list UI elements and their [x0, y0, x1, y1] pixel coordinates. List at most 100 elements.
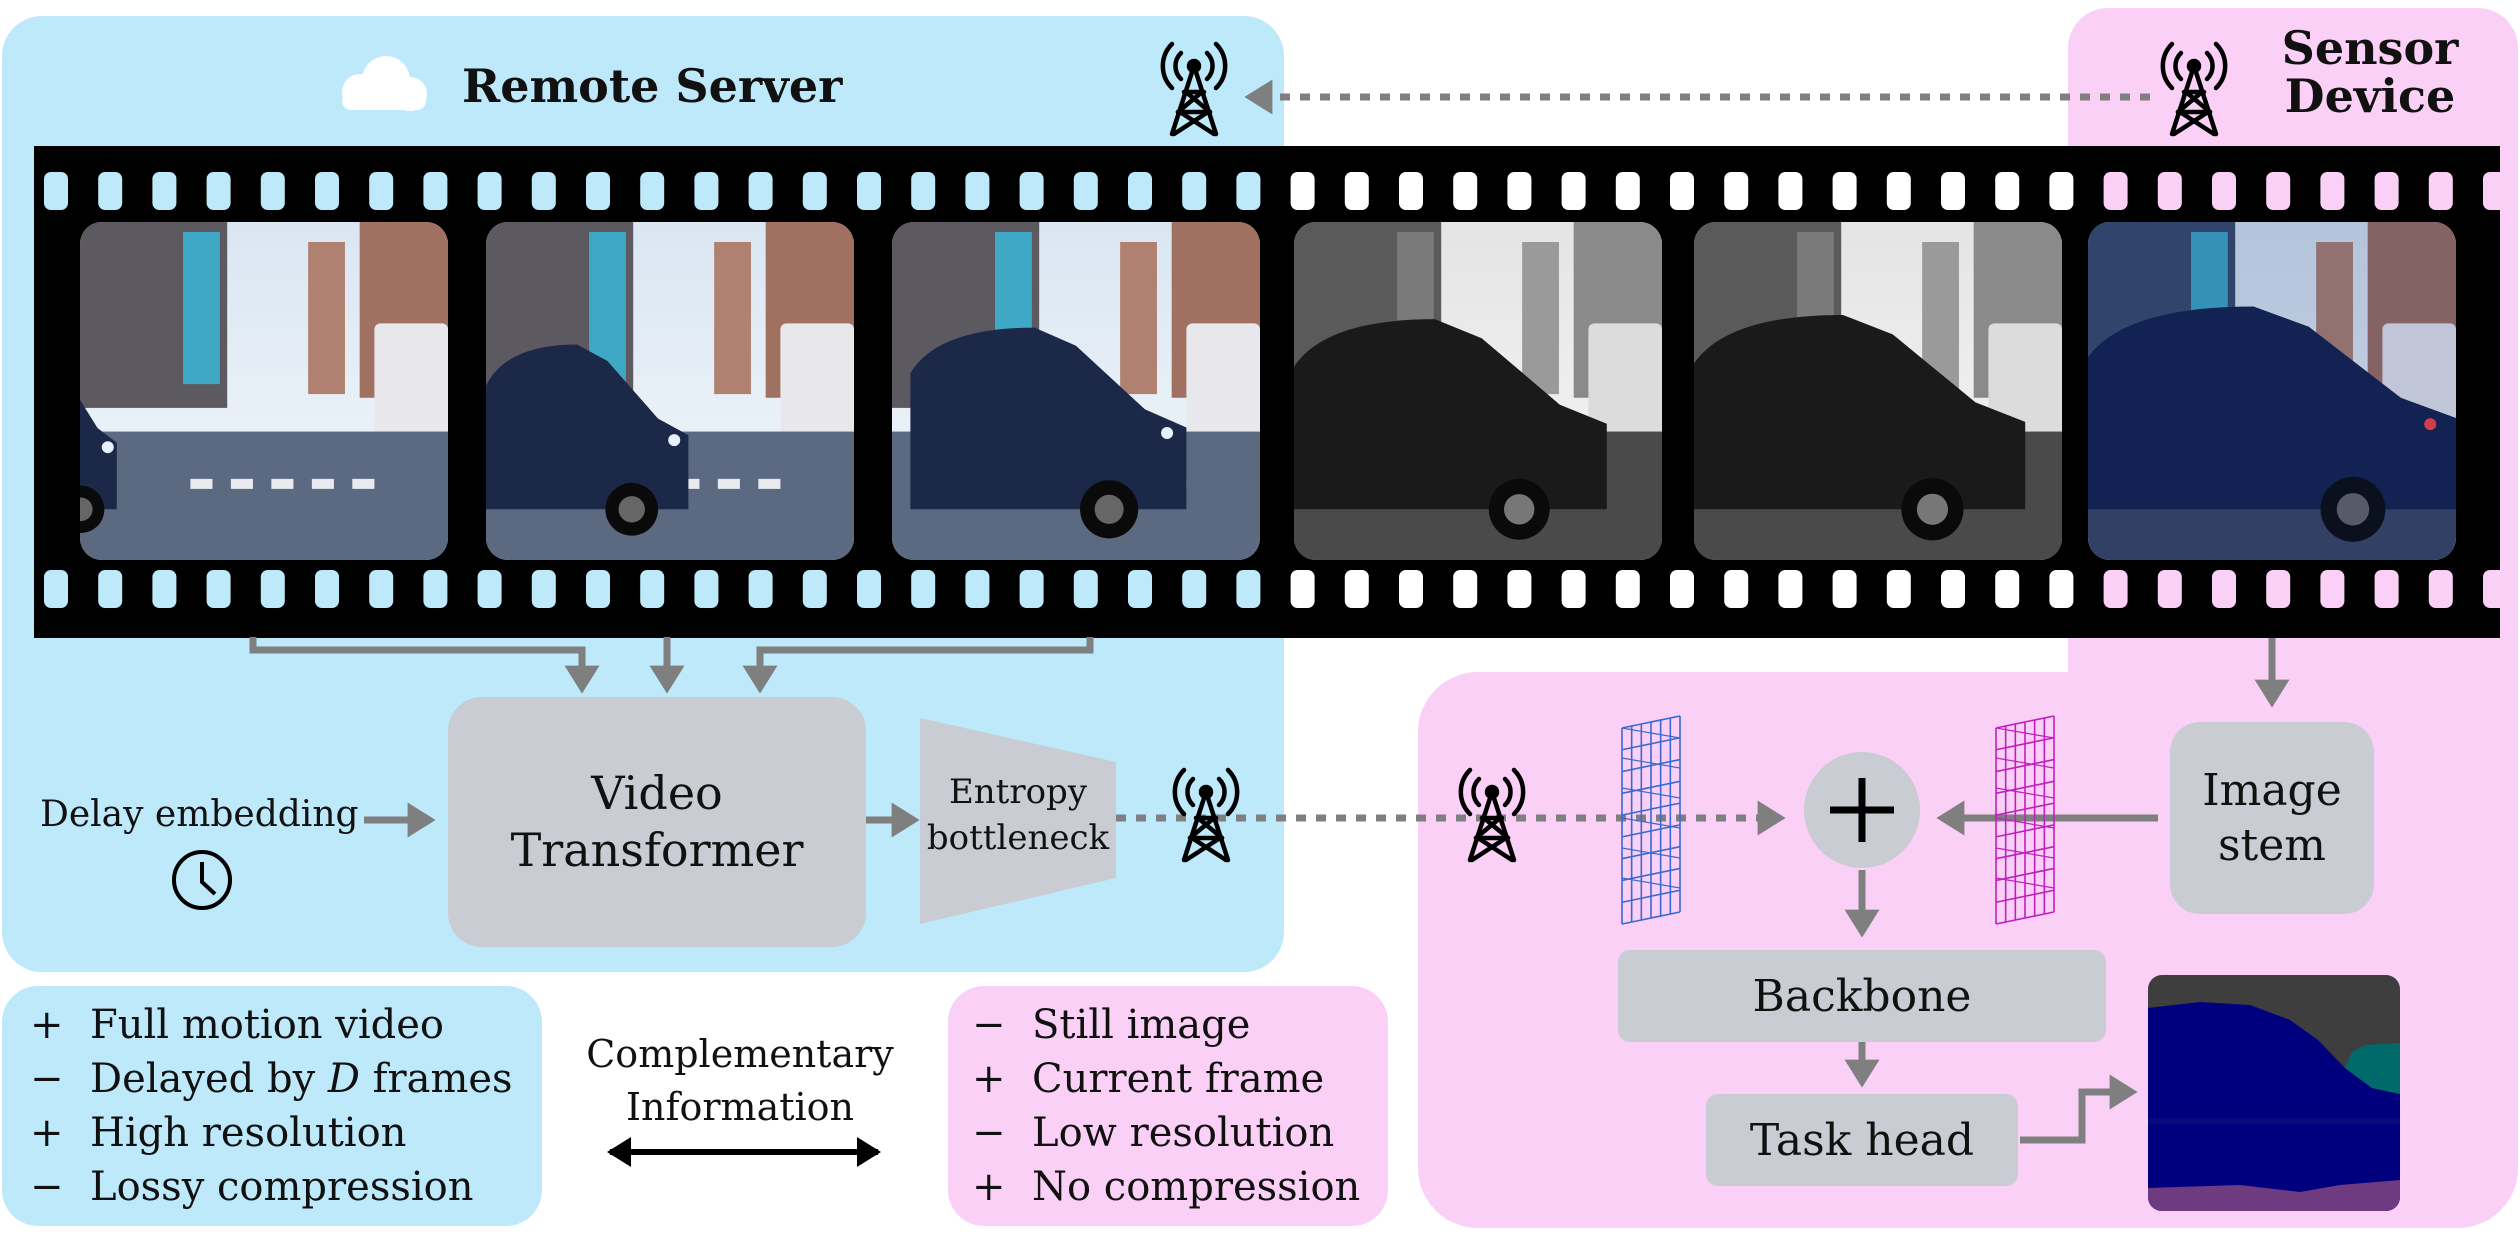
- perforation-hole: [1507, 172, 1532, 210]
- video-transformer-label: Video Transformer: [510, 765, 804, 878]
- perforation-hole: [1453, 172, 1478, 210]
- perforation-hole: [748, 570, 773, 608]
- perforation-hole: [1941, 570, 1965, 608]
- perforation-hole: [206, 570, 231, 608]
- perforation-hole: [748, 172, 773, 210]
- perforation-hole: [2103, 172, 2128, 210]
- perforation-hole: [1832, 570, 1857, 608]
- task-head-box: Task head: [1706, 1094, 2018, 1186]
- perforation-hole: [586, 172, 610, 210]
- segmentation-output: [2148, 975, 2400, 1211]
- frames-to-transformer-arrows: [249, 637, 1094, 694]
- perforation-hole: [2266, 570, 2291, 608]
- perforation-hole: [260, 172, 285, 210]
- perforation-hole: [2374, 172, 2399, 210]
- perforation-hole: [1995, 570, 2020, 608]
- backbone-box: Backbone: [1618, 950, 2106, 1042]
- video-frame: [1694, 222, 2062, 560]
- perforation-hole: [1778, 172, 1803, 210]
- perforation-hole: [1778, 570, 1803, 608]
- perforation-hole: [2428, 570, 2453, 608]
- antenna-icon: [1160, 41, 1228, 137]
- local-feature-grid: [1995, 715, 2055, 925]
- perforation-hole: [802, 570, 827, 608]
- image-stem-box: Image stem: [2170, 722, 2374, 914]
- perforation-hole: [2157, 172, 2182, 210]
- perforation-hole: [98, 172, 123, 210]
- perforation-hole: [802, 172, 827, 210]
- perforation-hole: [2212, 570, 2236, 608]
- perforation-hole: [1073, 172, 1098, 210]
- perforation-hole: [1128, 570, 1152, 608]
- remote-server-title: Remote Server: [462, 59, 843, 113]
- perforation-hole: [531, 172, 556, 210]
- antenna-icon: [1172, 767, 1240, 863]
- complementary-information-label: Complementary Information: [586, 1032, 894, 1130]
- task-head-label: Task head: [1749, 1114, 1975, 1166]
- perforation-hole: [1670, 570, 1694, 608]
- perforation-hole: [2049, 570, 2074, 608]
- perforation-hole: [1615, 172, 1640, 210]
- perforation-hole: [2157, 570, 2182, 608]
- antenna-icon: [2160, 41, 2228, 137]
- perforation-hole: [1290, 172, 1315, 210]
- remote-properties-list: + Full motion video − Delayed by D frame…: [20, 998, 513, 1214]
- sensor-properties-panel: [948, 986, 1388, 1226]
- perforation-hole: [98, 570, 123, 608]
- perforation-hole: [1019, 570, 1044, 608]
- sensor-property-4: + No compression: [972, 1164, 1361, 1210]
- perforation-hole: [1290, 570, 1315, 608]
- perforation-hole: [2320, 570, 2345, 608]
- perforation-hole: [911, 570, 936, 608]
- sensor-properties-list: − Still image + Current frame − Low reso…: [962, 998, 1360, 1214]
- perforation-hole: [857, 172, 881, 210]
- perforation-hole: [1236, 172, 1261, 210]
- perforation-hole: [1236, 570, 1261, 608]
- clock-icon: [172, 850, 232, 910]
- perforation-hole: [965, 172, 990, 210]
- image-stem-label: Image stem: [2202, 765, 2342, 871]
- perforation-hole: [1019, 172, 1044, 210]
- perforation-hole: [1453, 570, 1478, 608]
- perforation-hole: [1507, 570, 1532, 608]
- perforation-hole: [477, 172, 502, 210]
- perforation-hole: [1724, 172, 1749, 210]
- antenna-icon: [1458, 767, 1526, 863]
- perforation-hole: [44, 172, 68, 210]
- perforation-hole: [1128, 172, 1152, 210]
- perforation-hole: [2428, 172, 2453, 210]
- perforation-hole: [152, 172, 177, 210]
- entropy-bottleneck-label: Entropy bottleneck: [926, 772, 1110, 858]
- perforation-hole: [477, 570, 502, 608]
- perforation-hole: [1886, 172, 1911, 210]
- perforation-hole: [1561, 570, 1586, 608]
- perforation-hole: [694, 172, 719, 210]
- entropy-bottleneck-shape: [920, 718, 1116, 924]
- perforation-hole: [1995, 172, 2020, 210]
- perforation-hole: [911, 172, 936, 210]
- perforation-hole: [369, 172, 394, 210]
- remote-feature-grid: [1621, 715, 1681, 925]
- backbone-label: Backbone: [1752, 970, 1972, 1022]
- perforation-hole: [586, 570, 610, 608]
- sensor-property-1: − Still image: [972, 1002, 1251, 1048]
- perforation-hole: [315, 172, 339, 210]
- perforation-hole: [2483, 172, 2507, 210]
- perforation-hole: [1561, 172, 1586, 210]
- perforation-hole: [44, 570, 68, 608]
- video-transformer-box: Video Transformer: [448, 697, 866, 947]
- perforation-hole: [1399, 570, 1423, 608]
- perforation-hole: [2374, 570, 2399, 608]
- perforation-hole: [857, 570, 881, 608]
- perforation-hole: [1399, 172, 1423, 210]
- perforation-hole: [1182, 172, 1207, 210]
- perforation-hole: [531, 570, 556, 608]
- cloud-icon: [342, 56, 427, 111]
- perforation-hole: [1941, 172, 1965, 210]
- perforation-hole: [2212, 172, 2236, 210]
- delay-embedding-label: Delay embedding: [40, 794, 359, 835]
- perforation-hole: [1886, 570, 1911, 608]
- perforation-hole: [1073, 570, 1098, 608]
